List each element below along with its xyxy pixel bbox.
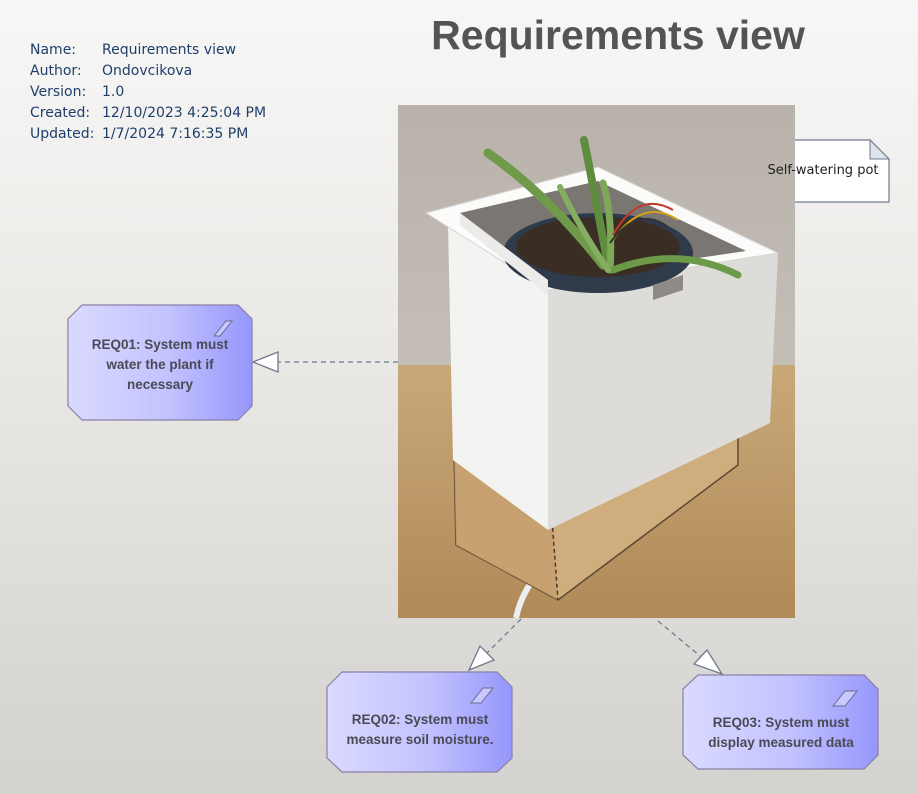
diagram-metadata: Name: Requirements view Author: Ondovcikov… xyxy=(30,40,266,145)
meta-key: Created: xyxy=(30,105,91,121)
connector-req01 xyxy=(251,351,398,373)
requirement-parallelogram-icon xyxy=(831,690,859,707)
meta-key: Version: xyxy=(30,84,87,100)
requirement-parallelogram-icon xyxy=(469,687,495,704)
meta-value: 12/10/2023 4:25:04 PM xyxy=(102,105,267,121)
pot-photo xyxy=(398,105,795,618)
connector-req02 xyxy=(467,618,522,672)
requirement-parallelogram-icon xyxy=(212,320,234,337)
requirement-req03[interactable] xyxy=(682,674,879,770)
connector-req03 xyxy=(657,620,724,676)
meta-row-created: Created: 12/10/2023 4:25:04 PM xyxy=(30,103,266,124)
meta-row-author: Author: Ondovcikova xyxy=(30,61,266,82)
requirement-req01[interactable] xyxy=(67,304,253,421)
meta-value: Requirements view xyxy=(102,42,237,58)
meta-value: 1.0 xyxy=(102,84,125,100)
requirement-req02[interactable] xyxy=(326,671,513,773)
meta-row-name: Name: Requirements view xyxy=(30,40,266,61)
meta-key: Name: xyxy=(30,42,77,58)
meta-value: Ondovcikova xyxy=(102,63,193,79)
meta-value: 1/7/2024 7:16:35 PM xyxy=(102,126,249,142)
meta-key: Author: xyxy=(30,63,82,79)
note-folded-corner-icon xyxy=(869,138,891,160)
meta-row-version: Version: 1.0 xyxy=(30,82,266,103)
meta-key: Updated: xyxy=(30,126,95,142)
diagram-title: Requirements view xyxy=(431,12,805,58)
meta-row-updated: Updated: 1/7/2024 7:16:35 PM xyxy=(30,124,266,145)
